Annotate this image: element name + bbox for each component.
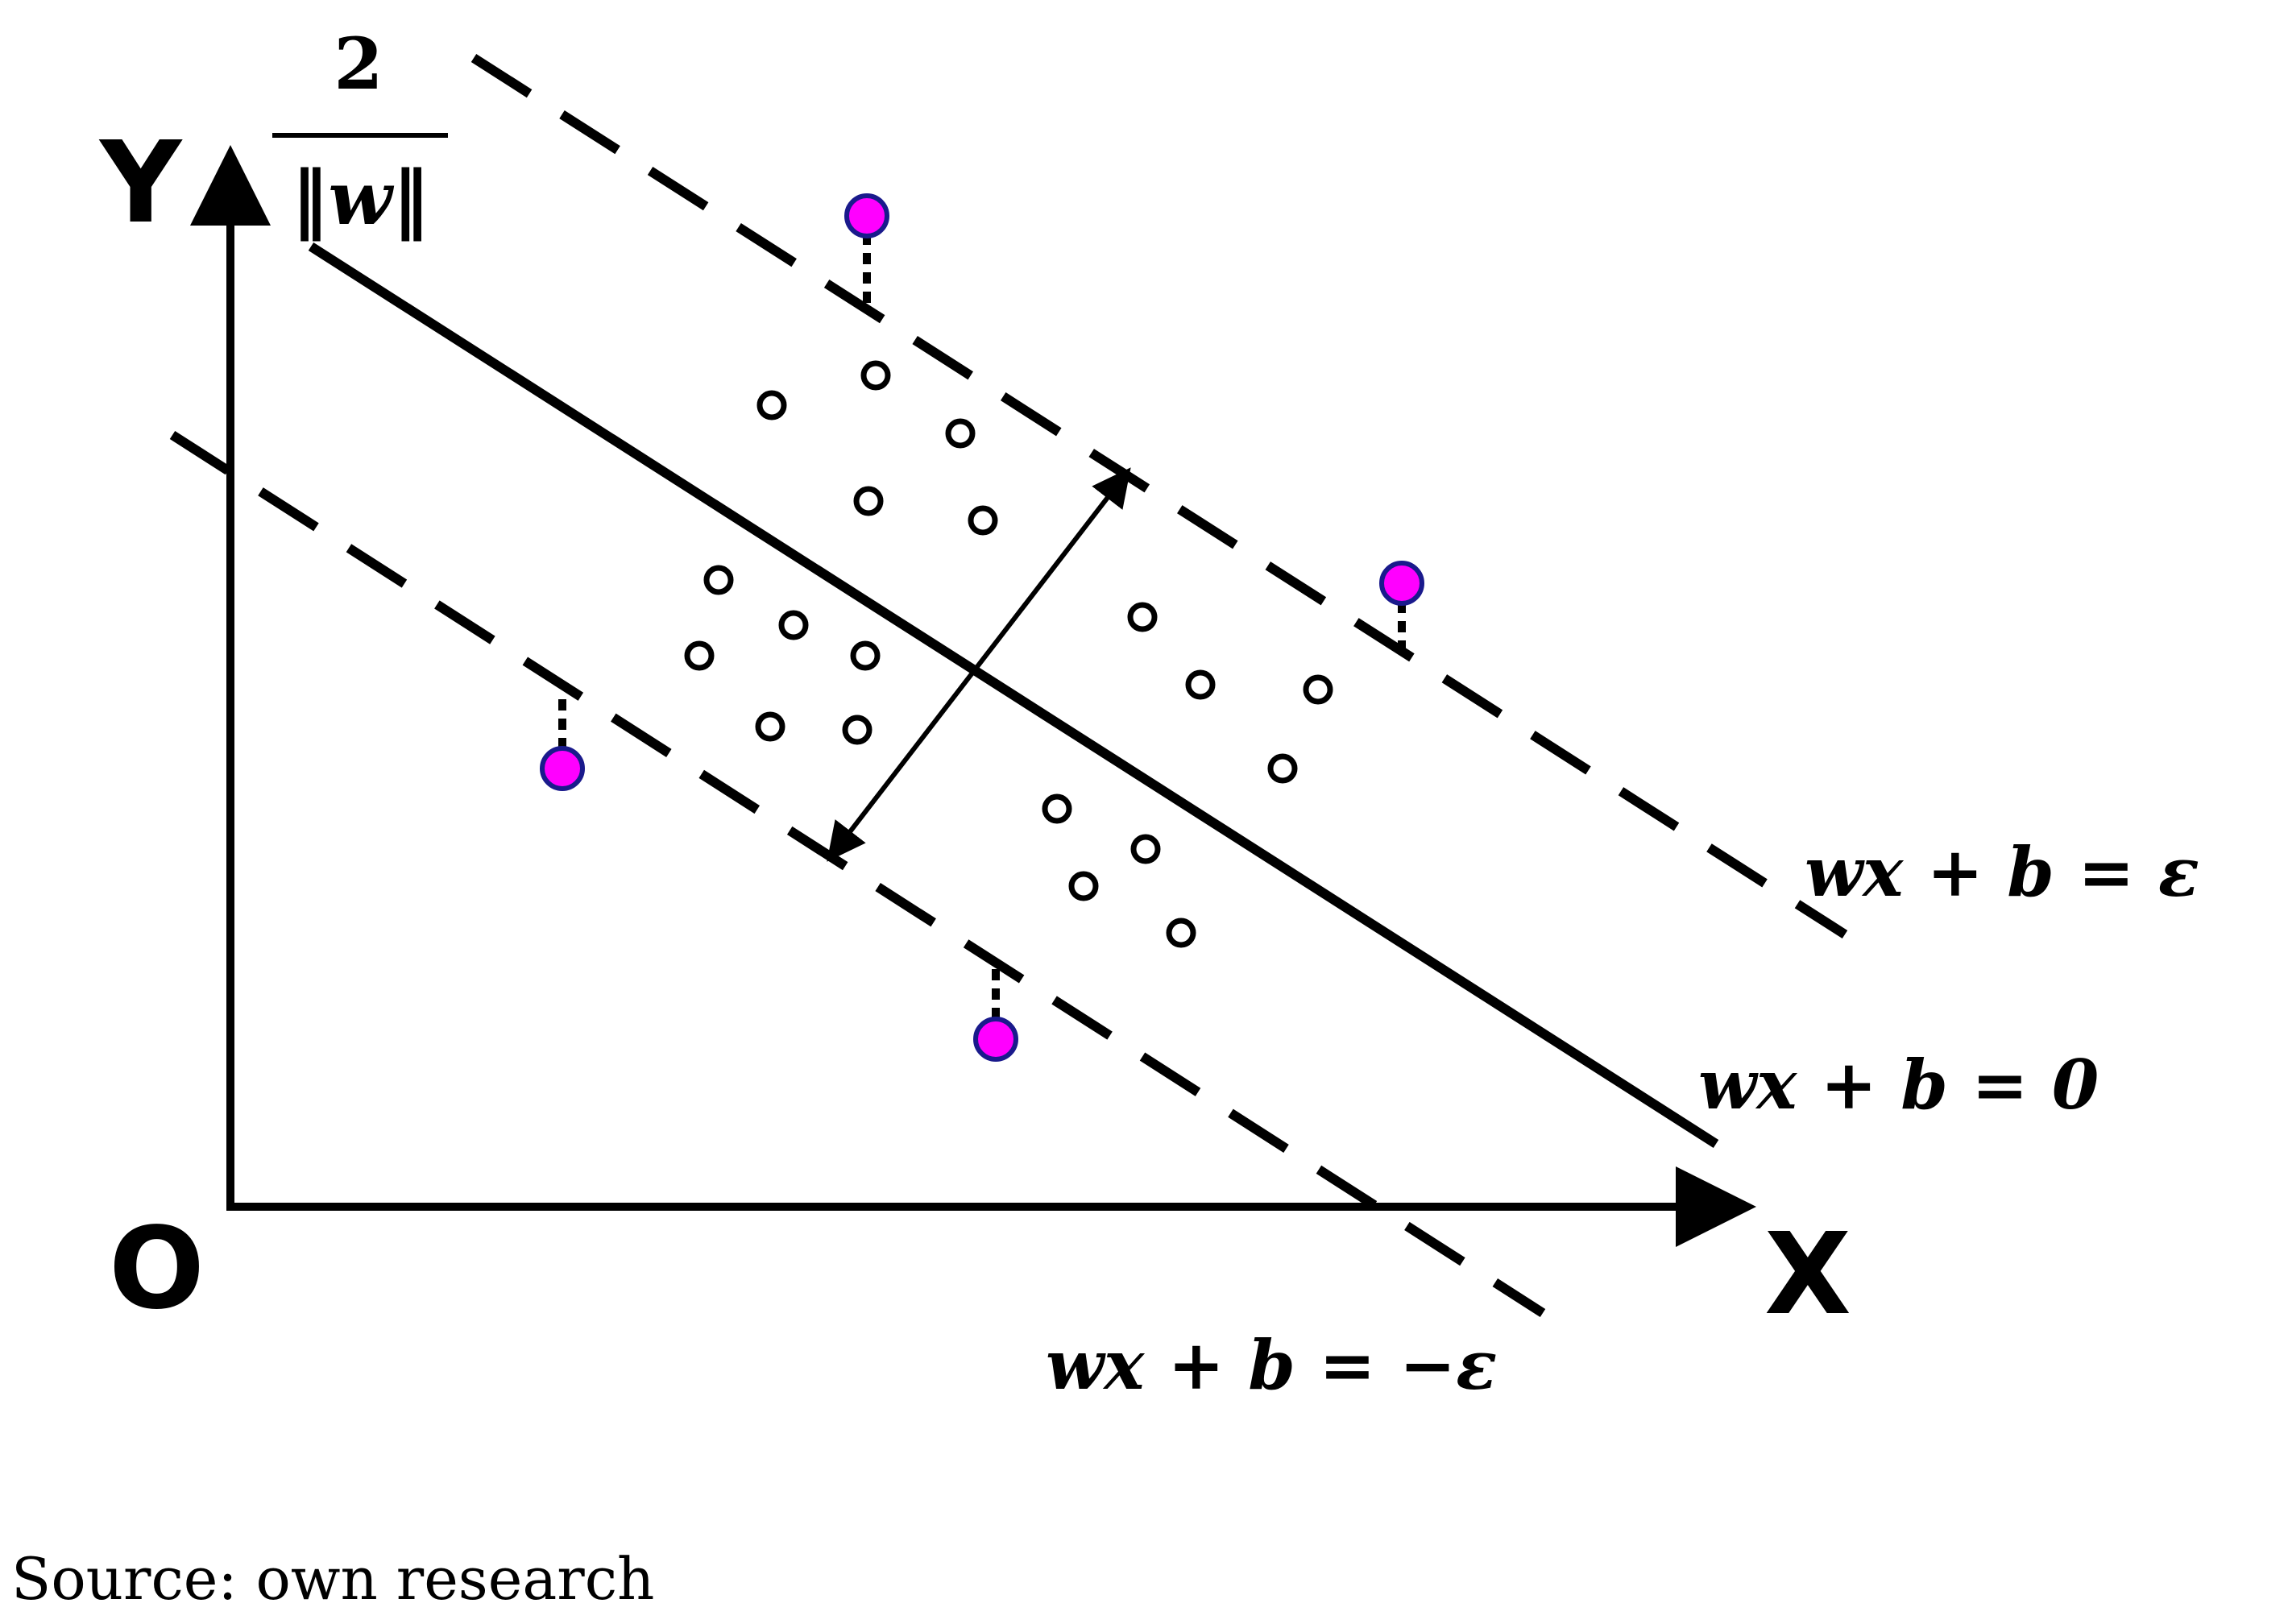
- inlier-points: [684, 360, 1333, 948]
- support-vector: [540, 746, 585, 791]
- lower-boundary-line: [169, 430, 1546, 1318]
- data-point: [968, 505, 998, 536]
- data-point: [1166, 918, 1196, 948]
- hyperplane-line: [308, 242, 1719, 1149]
- data-point: [1068, 871, 1099, 901]
- support-vector: [973, 1017, 1018, 1062]
- data-point: [684, 640, 715, 671]
- data-point: [755, 711, 785, 742]
- support-vector: [844, 193, 889, 238]
- lower-line-equation: wx + b = −ε: [1046, 1325, 1497, 1405]
- data-point: [850, 640, 881, 671]
- data-point: [1267, 753, 1298, 784]
- data-point: [860, 360, 891, 391]
- data-point: [842, 715, 873, 745]
- y-axis-label: Y: [98, 118, 183, 249]
- data-point: [945, 418, 976, 449]
- upper-boundary-line: [470, 53, 1848, 939]
- data-point: [1130, 834, 1161, 864]
- support-vector: [1379, 561, 1424, 606]
- data-point: [703, 565, 734, 595]
- origin-label: O: [109, 1204, 205, 1335]
- hyperplane-equation: wx + b = 0: [1698, 1045, 2099, 1125]
- data-point: [1185, 669, 1216, 700]
- data-point: [756, 390, 787, 420]
- upper-line-equation: wx + b = ε: [1805, 832, 2199, 912]
- data-point: [778, 610, 809, 640]
- slack-connectors: [558, 234, 1406, 1019]
- data-point: [1127, 602, 1158, 632]
- support-vectors: [540, 193, 1424, 1062]
- margin-label-denominator: ‖w‖: [291, 155, 429, 242]
- x-axis-label: X: [1764, 1209, 1851, 1340]
- margin-arrow: [827, 467, 1131, 862]
- source-caption: Source: own research: [11, 1545, 655, 1613]
- data-point: [853, 486, 884, 516]
- data-point: [1303, 674, 1333, 705]
- margin-label-numerator: 2: [334, 22, 383, 106]
- data-point: [1042, 793, 1072, 824]
